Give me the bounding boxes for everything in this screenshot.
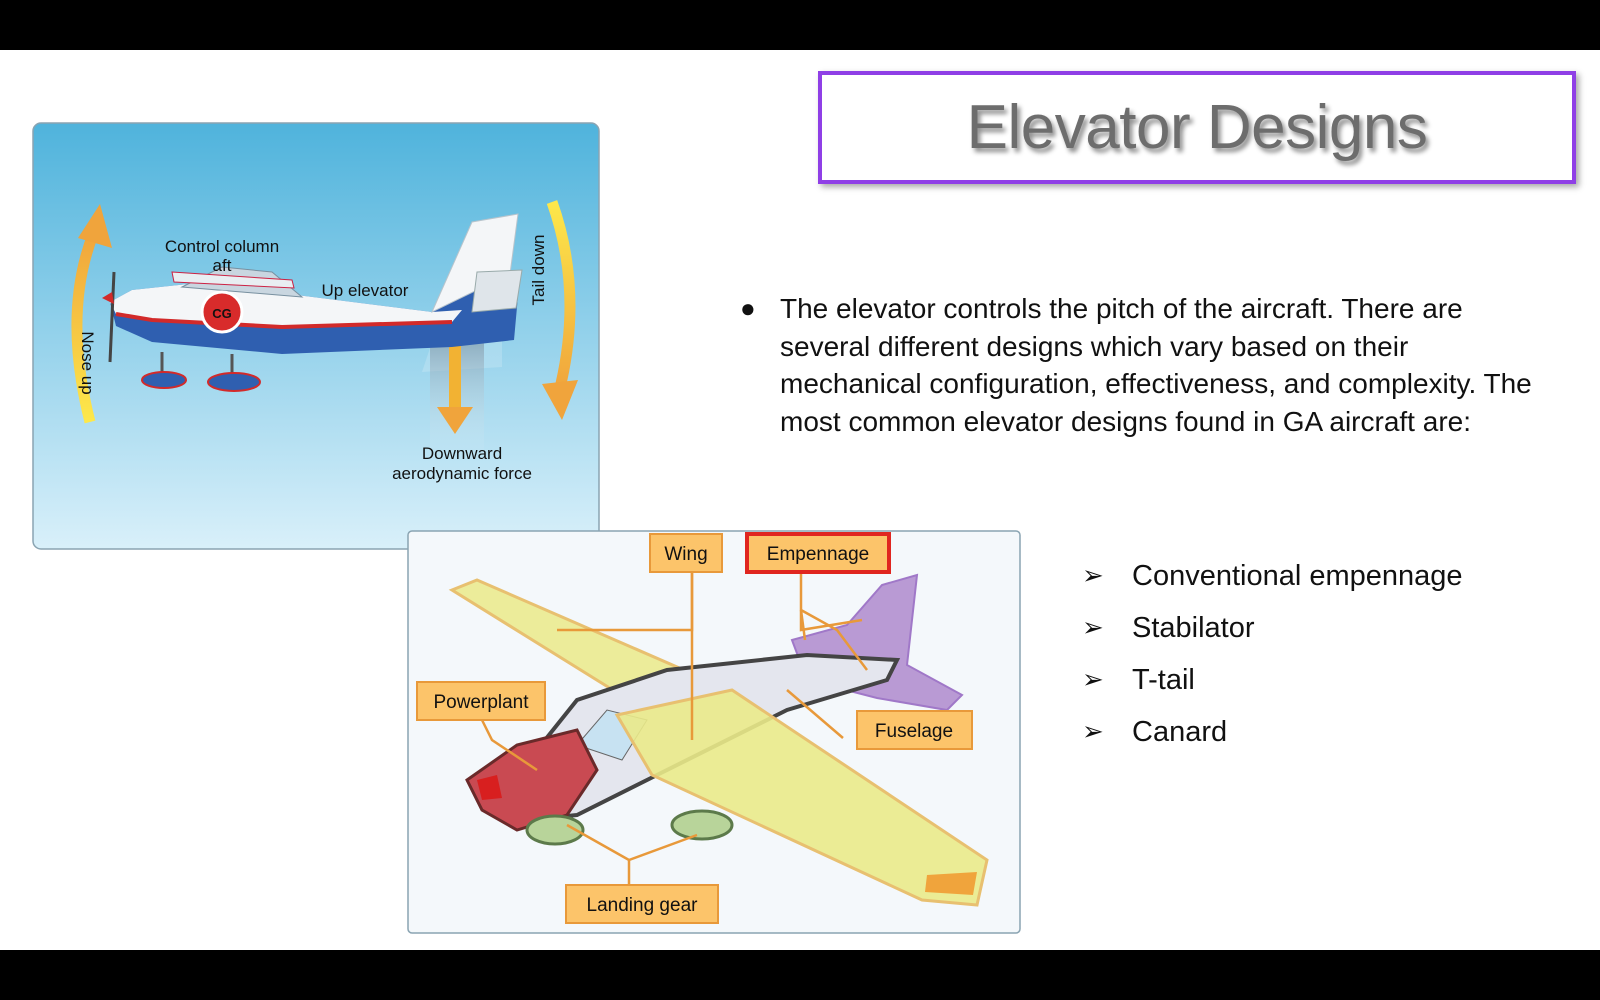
- top-letterbox: [0, 0, 1600, 50]
- main-gear-shape: [670, 809, 734, 841]
- wing-label: Wing: [664, 544, 707, 565]
- label-aft: aft: [213, 256, 232, 275]
- landing-gear-label: Landing gear: [587, 895, 699, 916]
- landing-gear-label-box: Landing gear: [565, 884, 719, 924]
- tail-down-arrow: [546, 200, 576, 394]
- fuselage-label-box: Fuselage: [856, 710, 973, 750]
- empennage-label-box: Empennage: [745, 532, 891, 574]
- empennage-label: Empennage: [767, 544, 869, 565]
- label-tail-down: Tail down: [529, 235, 548, 306]
- fuselage-label: Fuselage: [875, 721, 953, 742]
- label-control-column: Control column: [165, 237, 279, 256]
- arrow-bullet-icon: ➢: [1082, 612, 1104, 642]
- cg-marker: [200, 290, 244, 334]
- list-item-label: T-tail: [1132, 664, 1195, 696]
- pitch-diagram-figure: Control column aft Up elevator CG Tail d…: [32, 122, 600, 550]
- arrow-bullet-icon: ➢: [1082, 560, 1104, 590]
- arrow-bullet-icon: ➢: [1082, 664, 1104, 694]
- bullet-dot: ●: [740, 293, 756, 323]
- wing-label-box: Wing: [649, 533, 723, 573]
- powerplant-shape: [465, 728, 599, 832]
- slide-title: Elevator Designs: [966, 93, 1428, 162]
- label-up-elevator: Up elevator: [322, 281, 409, 300]
- arrow-bullet-icon: ➢: [1082, 716, 1104, 746]
- list-item-label: Conventional empennage: [1132, 560, 1463, 592]
- nose-up-arrow: [71, 229, 100, 424]
- bottom-letterbox: [0, 950, 1600, 1000]
- airplane-parts-figure: Wing Empennage Powerplant Fuselage Landi…: [407, 530, 1021, 934]
- list-item-label: Stabilator: [1132, 612, 1255, 644]
- downward-force-arrow: [437, 407, 473, 434]
- main-bullet-text: The elevator controls the pitch of the a…: [780, 293, 1532, 437]
- airplane-illustration: [102, 213, 523, 392]
- label-nose-up: Nose up: [78, 331, 97, 394]
- main-bullet: ● The elevator controls the pitch of the…: [740, 290, 1540, 440]
- list-item-label: Canard: [1132, 716, 1228, 748]
- lower-wing-shape: [614, 688, 989, 907]
- title-box: Elevator Designs: [818, 71, 1576, 184]
- label-aerodynamic-force: aerodynamic force: [392, 464, 532, 483]
- label-downward: Downward: [422, 444, 502, 463]
- powerplant-label: Powerplant: [433, 692, 529, 713]
- nose-gear-shape: [525, 814, 585, 846]
- label-cg: CG: [212, 306, 232, 321]
- powerplant-label-box: Powerplant: [416, 681, 546, 721]
